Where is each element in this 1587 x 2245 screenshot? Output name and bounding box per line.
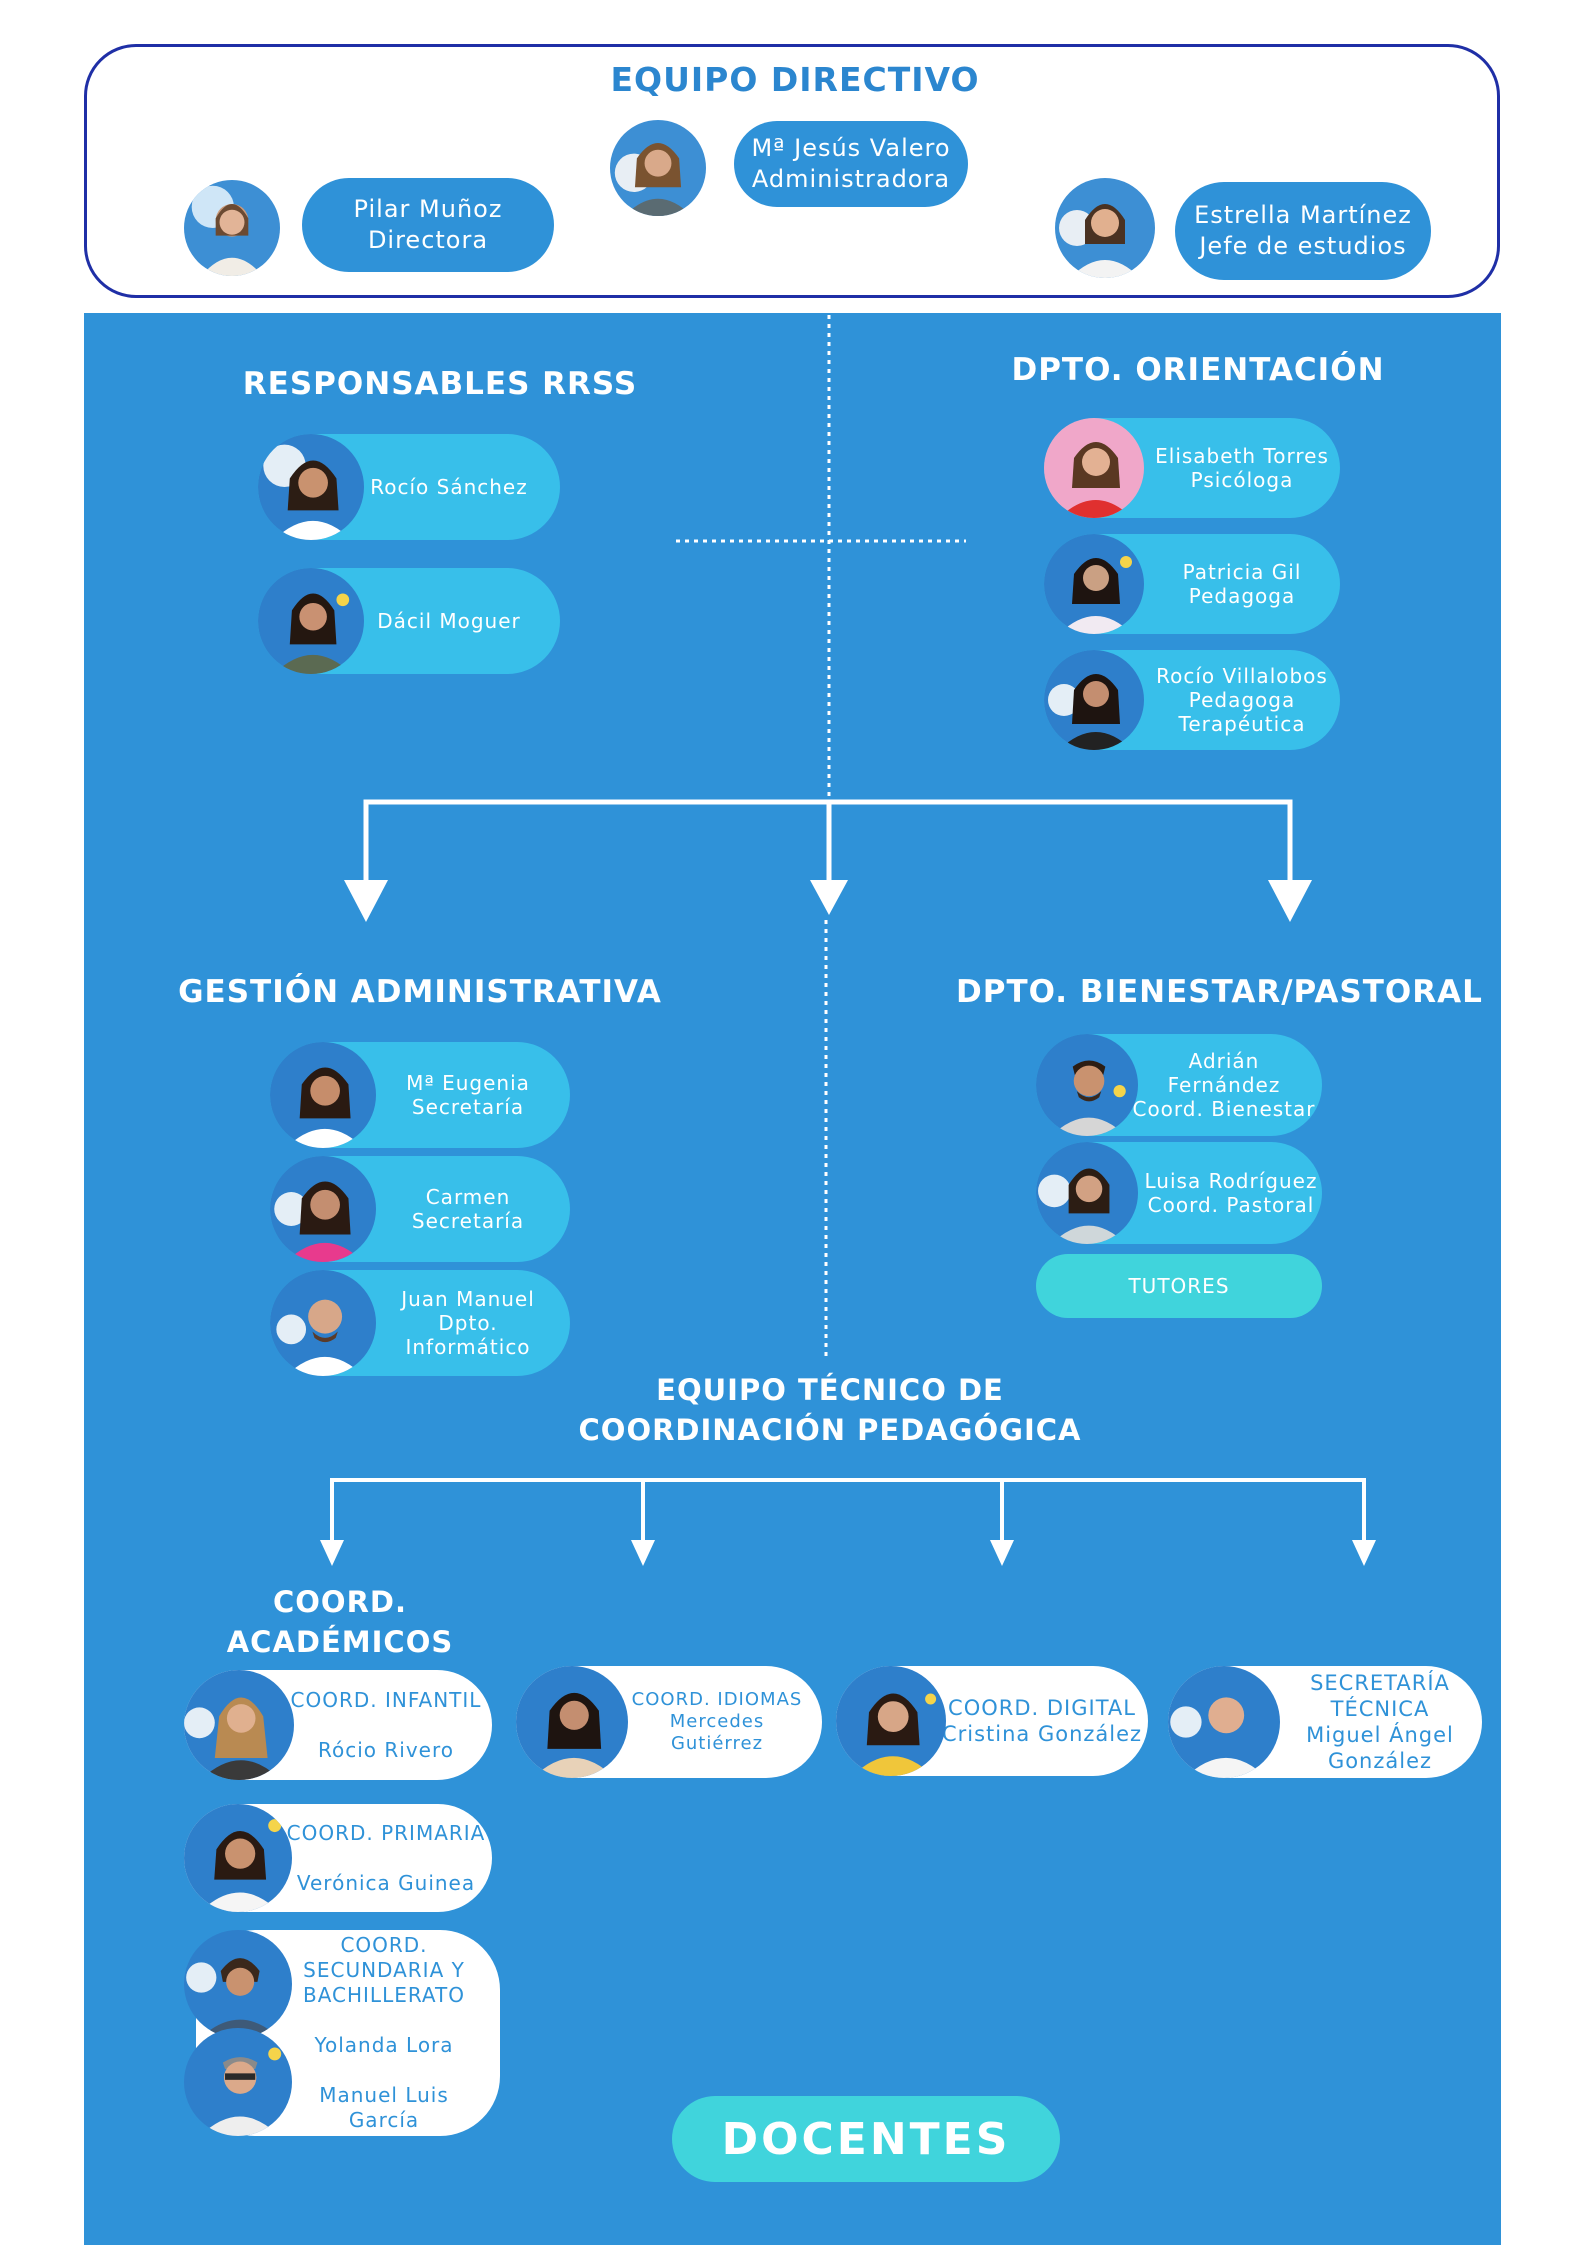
avatar <box>184 2028 292 2136</box>
gestion-title: GESTIÓN ADMINISTRATIVA <box>178 974 662 1010</box>
avatar <box>610 120 706 216</box>
tutores-pill: TUTORES <box>1036 1254 1322 1318</box>
avatar <box>1168 1666 1280 1778</box>
avatar <box>184 1670 294 1780</box>
avatar <box>270 1270 376 1376</box>
member-pill-pilar: Pilar Muñoz Directora <box>302 178 554 272</box>
rrss-title: RESPONSABLES RRSS <box>242 366 638 402</box>
avatar <box>270 1042 376 1148</box>
member-pill-mjesus: Mª Jesús Valero Administradora <box>734 121 968 207</box>
avatar <box>1044 650 1144 750</box>
bienestar-title: DPTO. BIENESTAR/PASTORAL <box>956 974 1483 1010</box>
orientacion-title: DPTO. ORIENTACIÓN <box>1011 352 1385 388</box>
avatar <box>184 1930 292 2038</box>
avatar <box>1044 418 1144 518</box>
member-pill-estrella: Estrella Martínez Jefe de estudios <box>1175 182 1431 280</box>
avatar <box>836 1666 946 1776</box>
equipo-directivo-title: EQUIPO DIRECTIVO <box>610 60 980 99</box>
avatar <box>258 434 364 540</box>
avatar <box>258 568 364 674</box>
avatar <box>1036 1034 1138 1136</box>
avatar <box>184 1804 292 1912</box>
avatar <box>270 1156 376 1262</box>
academicos-title: COORD. ACADÉMICOS <box>226 1585 454 1659</box>
avatar <box>1055 178 1155 278</box>
avatar <box>1036 1142 1138 1244</box>
etcp-title: EQUIPO TÉCNICO DE COORDINACIÓN PEDAGÓGIC… <box>578 1373 1082 1447</box>
avatar <box>184 180 280 276</box>
docentes-pill: DOCENTES <box>672 2096 1060 2182</box>
avatar <box>1044 534 1144 634</box>
avatar <box>516 1666 628 1778</box>
